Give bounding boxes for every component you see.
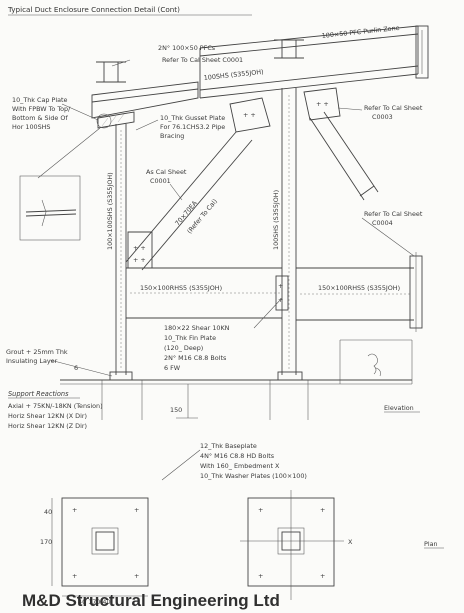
svg-text:+ +: + +	[316, 100, 329, 108]
label-grout-1: Grout + 25mm Thk	[6, 348, 68, 356]
svg-text:+: +	[258, 572, 263, 580]
leader-lines	[49, 59, 415, 481]
plan-baseplate-right: + + + +	[240, 490, 344, 600]
svg-text:+: +	[134, 572, 139, 580]
label-support-1: Axial + 75KN/-18KN (Tension)	[8, 402, 103, 410]
drawing-title: Typical Duct Enclosure Connection Detail…	[7, 5, 180, 14]
label-fin-1: 180×22 Shear 10KN	[164, 324, 230, 332]
svg-text:+: +	[72, 572, 77, 580]
label-dim-40: 40	[44, 508, 52, 516]
ground-line	[60, 339, 413, 420]
label-base-4: 10_Thk Washer Plates (100×100)	[200, 472, 307, 480]
svg-text:+: +	[278, 296, 283, 304]
fin-plate: + +	[275, 275, 289, 311]
svg-text:+: +	[278, 282, 283, 290]
label-gusset-1: 10_Thk Gusset Plate	[160, 114, 225, 122]
label-rhs-right: 150×100RHS5 (S355JOH)	[318, 284, 400, 292]
label-col-left: 100×100SHS (S355JOH)	[106, 172, 114, 250]
svg-text:+: +	[320, 506, 325, 514]
svg-text:+ +: + +	[133, 244, 146, 252]
label-top-beam: 2N° 100×50 PFCs	[158, 44, 216, 52]
label-elevation: Elevation	[384, 404, 414, 412]
label-gusset-3: Bracing	[160, 132, 184, 140]
plan-baseplate-left: + + + +	[51, 497, 149, 597]
label-plan: Plan	[424, 540, 438, 548]
label-as-cal-2: C0001	[150, 177, 171, 185]
label-axis-x: X	[348, 538, 353, 546]
label-support-2: Horiz Shear 12KN (X Dir)	[8, 412, 87, 420]
label-dim-bottom: 40 170 40	[78, 598, 111, 606]
label-refer-right-top-1: Refer To Cal Sheet	[364, 104, 423, 112]
label-base-1: 12_Thk Baseplate	[200, 442, 257, 450]
top-beam-left	[91, 39, 304, 119]
detail-callout	[19, 113, 112, 241]
label-base-3: With 160_ Embedment X	[200, 462, 280, 470]
label-grout-2: Insulating Layer	[6, 357, 58, 365]
watermark: M&D Structural Engineering Ltd	[22, 591, 280, 610]
label-col-mid: 100SHS (S355JOH)	[272, 190, 280, 250]
svg-text:+: +	[320, 572, 325, 580]
gusset-plates: + + + +	[229, 87, 341, 133]
label-purlin: 100×50 PFC Purlin Zone	[321, 24, 400, 40]
column-left	[109, 124, 133, 381]
svg-text:+ +: + +	[133, 256, 146, 264]
label-support-3: Horiz Shear 12KN (Z Dir)	[8, 422, 87, 430]
column-middle	[277, 88, 303, 381]
label-gusset-2: For 76.1CHS3.2 Pipe	[160, 123, 225, 131]
diagonal-brace-left: + + + +	[125, 131, 253, 271]
label-shs-top: 100SHS (S355JOH)	[203, 68, 264, 82]
label-top-beam-ref: Refer To Cal Sheet C0001	[162, 56, 243, 64]
label-rhs-left: 150×100RHS5 (S355JOH)	[140, 284, 222, 292]
label-cap-plate-3: Bottom & Side Of	[12, 114, 68, 122]
label-dim-170: 170	[40, 538, 52, 546]
diagonal-brace-right	[309, 111, 379, 201]
svg-text:+: +	[72, 506, 77, 514]
label-refer-right-mid-1: Refer To Cal Sheet	[364, 210, 423, 218]
label-fin-3: (120_ Deep)	[164, 344, 203, 352]
label-cap-plate-1: 10_Thk Cap Plate	[12, 96, 68, 104]
rhs-left	[126, 267, 282, 319]
label-base-2: 4N° M16 C8.8 HD Bolts	[200, 452, 275, 460]
label-refer-right-mid-2: C0004	[372, 219, 393, 227]
svg-text:+: +	[134, 506, 139, 514]
label-fin-2: 10_Thk Fin Plate	[164, 334, 216, 342]
label-cap-plate-4: Hor 100SHS	[12, 123, 51, 131]
label-dim-150: 150	[170, 406, 182, 414]
label-fin-5: 6 FW	[164, 364, 181, 372]
label-cap-plate-2: With FPBW To Top/	[12, 105, 71, 113]
rhs-right	[296, 252, 423, 332]
svg-text:+ +: + +	[243, 111, 256, 119]
label-support-title: Support Reactions	[8, 390, 69, 398]
label-fin-4: 2N° M16 C8.8 Bolts	[164, 354, 227, 362]
svg-text:+: +	[258, 506, 263, 514]
purlin-pfc	[199, 25, 429, 99]
label-as-cal-1: As Cal Sheet	[146, 168, 187, 176]
label-refer-right-top-2: C0003	[372, 113, 393, 121]
label-weld-6: 6	[74, 364, 78, 372]
